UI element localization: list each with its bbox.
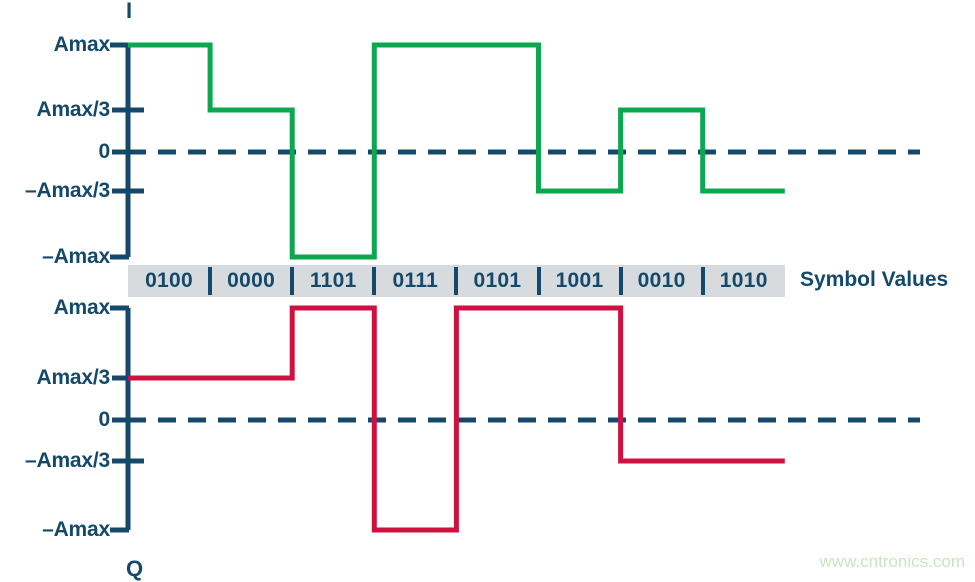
i-waveform-path (128, 42, 785, 260)
symbol-values-axis-label: Symbol Values (800, 268, 949, 291)
i-axis-name: I (126, 0, 133, 23)
q-axis-tick-label-amax: Amax (53, 296, 111, 319)
i-axis-tick-label-neg-amax: –Amax (42, 245, 110, 268)
symbol-separator (536, 267, 541, 295)
watermark: www.cntronics.com (819, 552, 965, 571)
i-axis-tick-label-neg-amax-third: –Amax/3 (25, 179, 110, 202)
q-axis-tick-label-neg-amax-third: –Amax/3 (25, 449, 110, 472)
symbol-value-cell: 0111 (392, 269, 439, 292)
symbol-separator (700, 267, 705, 295)
q-axis-tick-label-zero: 0 (98, 408, 111, 431)
q-waveform-path (128, 305, 785, 533)
q-axis-name: Q (126, 556, 144, 581)
symbol-separator (372, 267, 377, 295)
i-axis-tick-label-amax-third: Amax/3 (36, 98, 110, 121)
q-axis-tick-label-amax-third: Amax/3 (36, 366, 110, 389)
i-axis-tick-label-amax: Amax (53, 33, 111, 56)
symbol-value-cell: 0101 (473, 269, 522, 292)
symbol-value-cell: 1010 (719, 269, 768, 292)
symbol-value-cell: 0000 (227, 269, 276, 292)
symbol-separator (208, 267, 213, 295)
symbol-separator (290, 267, 295, 295)
symbol-separator (618, 267, 623, 295)
symbol-separator (454, 267, 459, 295)
i-axis-tick-label-zero: 0 (98, 140, 111, 163)
symbol-value-cell: 0100 (145, 269, 193, 292)
symbol-value-cell: 0010 (637, 269, 686, 292)
symbol-value-cell: 1101 (309, 269, 357, 292)
symbol-value-cell: 1001 (555, 269, 604, 292)
q-axis-tick-label-neg-amax: –Amax (42, 518, 110, 541)
